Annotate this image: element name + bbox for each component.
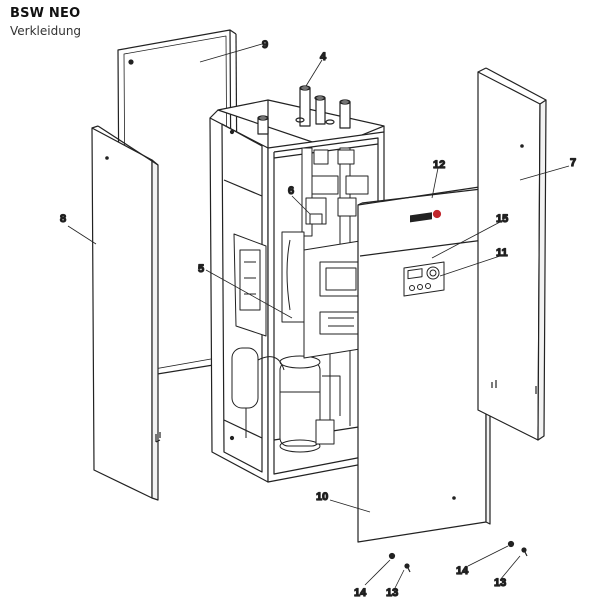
callout-12: 12 [433, 159, 445, 171]
callout-8: 8 [60, 213, 66, 225]
front-panel [357, 185, 491, 543]
right-side-panel [477, 67, 547, 441]
callout-13-left: 13 [386, 587, 398, 599]
left-side-panel [91, 125, 161, 501]
callout-6: 6 [288, 185, 294, 197]
callout-14-right: 14 [456, 565, 469, 577]
callout-14-left: 14 [354, 587, 367, 599]
pipe-connections [257, 85, 351, 135]
callout-10: 10 [316, 491, 328, 503]
leader-lines [67, 43, 570, 589]
callout-4: 4 [320, 51, 327, 63]
callout-5: 5 [198, 263, 204, 275]
control-box [233, 231, 305, 337]
compressor [231, 347, 351, 453]
screws [388, 540, 528, 573]
control-panel [403, 261, 445, 297]
callout-7: 7 [570, 157, 576, 169]
callout-13-right: 13 [494, 577, 506, 589]
callout-15: 15 [496, 213, 508, 225]
brand-logo [410, 209, 442, 223]
display-module [303, 239, 367, 359]
callout-9: 9 [262, 39, 268, 51]
diagram-title: BSW NEO [10, 6, 81, 21]
internal-pumps [301, 147, 369, 259]
callout-11: 11 [496, 247, 508, 259]
diagram-subtitle: Verkleidung [10, 24, 82, 38]
